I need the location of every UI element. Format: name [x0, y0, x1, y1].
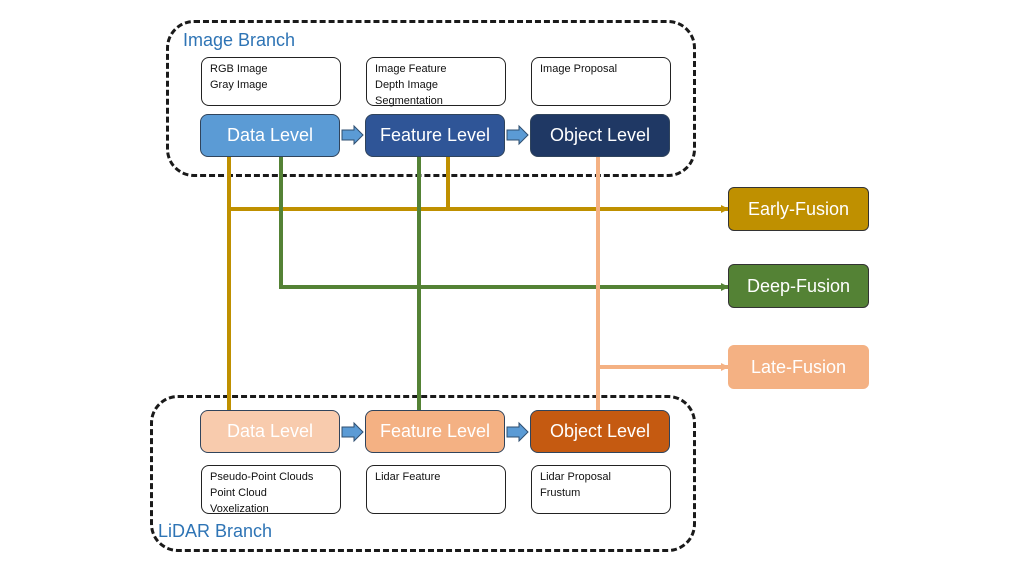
note-line: Image Feature: [375, 63, 447, 75]
arrow-icon: [341, 124, 364, 146]
image-object-note: Image Proposal: [531, 57, 671, 106]
image-feature-note: Image Feature Depth Image Segmentation: [366, 57, 506, 107]
arrow-icon: [506, 421, 529, 443]
note-line: Lidar Feature: [375, 471, 441, 483]
note-line: RGB Image: [210, 63, 268, 75]
note-line: Frustum: [540, 487, 581, 499]
note-line: Image Proposal: [540, 63, 618, 75]
image-level-arrows: [341, 124, 529, 146]
note-line: Pseudo-Point Clouds: [210, 471, 314, 483]
arrow-icon: [506, 124, 529, 146]
lidar-data-note: Pseudo-Point Clouds Point Cloud Voxeliza…: [201, 465, 341, 515]
note-line: Point Cloud: [210, 487, 267, 499]
image-object-level: Object Level: [530, 114, 670, 157]
lidar-branch-title: LiDAR Branch: [158, 521, 273, 541]
lidar-object-level: Object Level: [530, 410, 670, 453]
note-line: Gray Image: [210, 79, 268, 91]
arrow-icon: [341, 421, 364, 443]
image-feature-level: Feature Level: [365, 114, 505, 157]
early-fusion-box: Early-Fusion: [728, 187, 869, 231]
note-line: Lidar Proposal: [540, 471, 611, 483]
lidar-branch-frame: [150, 395, 696, 552]
image-data-level: Data Level: [200, 114, 340, 157]
note-line: Voxelization: [210, 503, 269, 515]
deep-fusion-box: Deep-Fusion: [728, 264, 869, 308]
image-branch-title: Image Branch: [183, 30, 296, 50]
lidar-level-arrows: [341, 421, 529, 443]
note-line: Segmentation: [375, 95, 443, 107]
lidar-object-note: Lidar Proposal Frustum: [531, 465, 671, 514]
image-data-note: RGB Image Gray Image: [201, 57, 341, 106]
lidar-data-level: Data Level: [200, 410, 340, 453]
note-line: Depth Image: [375, 79, 438, 91]
late-fusion-box: Late-Fusion: [728, 345, 869, 389]
lidar-feature-level: Feature Level: [365, 410, 505, 453]
image-branch-frame: [166, 20, 696, 177]
lidar-feature-note: Lidar Feature: [366, 465, 506, 514]
